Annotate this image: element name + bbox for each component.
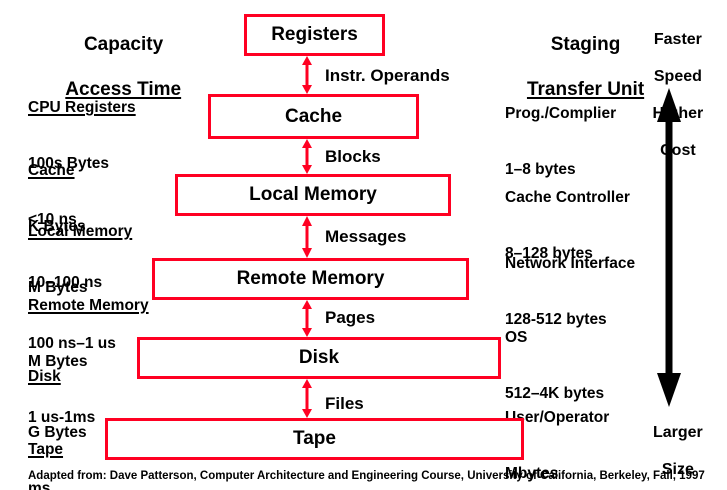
- double-arrow-icon-disk-tape: [300, 379, 314, 418]
- box-local-memory-label: Local Memory: [249, 184, 377, 205]
- scale-speed-label: Speed: [653, 67, 702, 85]
- spec-disk-capacity: G Bytes: [28, 423, 87, 441]
- spec-cache: Cache K Bytes 10–100 ns: [28, 125, 102, 330]
- spec-remote-memory-title: Remote Memory: [28, 297, 149, 315]
- transfer-unit-local-remote-size: 128-512 bytes: [505, 310, 607, 328]
- spec-remote-memory: Remote Memory M Bytes 1 us-1ms: [28, 260, 149, 465]
- spec-cache-capacity: K Bytes: [28, 217, 86, 235]
- access-time-heading-line2: Access Time: [65, 79, 182, 101]
- transfer-unit-registers-cache-agent: Prog./Complier: [505, 105, 617, 123]
- arrow-label-files: Files: [325, 394, 364, 413]
- scale-size-label: Size: [661, 460, 694, 478]
- transfer-unit-disk-tape: User/Operator Mbytes: [505, 372, 609, 490]
- spec-tape-title: Tape: [28, 441, 64, 459]
- box-remote-memory[interactable]: Remote Memory: [152, 258, 469, 300]
- double-arrow-icon-local-remote: [300, 216, 314, 258]
- right-column-heading: Staging Transfer Unit: [500, 12, 650, 124]
- scale-faster-label: Faster: [653, 30, 702, 48]
- box-tape-label: Tape: [293, 428, 336, 449]
- arrow-label-pages: Pages: [325, 308, 376, 327]
- left-column-heading: Capacity Access Time: [28, 12, 198, 124]
- arrow-label-blocks: Blocks: [325, 147, 381, 166]
- spec-cpu-registers-capacity: 100s Bytes: [28, 154, 110, 172]
- transfer-unit-remote-disk-agent: OS: [505, 329, 528, 347]
- spec-cache-title: Cache: [28, 162, 75, 180]
- scale-larger-label: Larger: [652, 423, 703, 441]
- box-disk-label: Disk: [298, 347, 340, 368]
- box-remote-memory-label: Remote Memory: [236, 268, 385, 289]
- spec-disk-time: ms: [28, 479, 51, 490]
- box-disk[interactable]: Disk: [137, 337, 501, 379]
- transfer-unit-disk-tape-agent: User/Operator: [505, 409, 610, 427]
- staging-heading-line1: Staging: [550, 34, 621, 56]
- box-cache-label: Cache: [284, 105, 343, 127]
- arrow-label-messages: Messages: [325, 227, 407, 246]
- arrow-shaft-middle: [655, 236, 683, 356]
- spec-disk-title: Disk: [28, 368, 61, 386]
- arrow-label-instr-operands: Instr. Operands: [325, 66, 450, 85]
- spec-tape: Tape Infinite sec-min: [28, 404, 87, 490]
- box-registers-label: Registers: [271, 24, 358, 45]
- transfer-unit-remote-disk: OS 512–4K bytes: [505, 292, 604, 441]
- spec-local-memory-capacity: M Bytes: [28, 278, 88, 296]
- spec-cache-time: 10–100 ns: [28, 273, 103, 291]
- spec-remote-memory-capacity: M Bytes: [28, 352, 88, 370]
- spec-local-memory-title: Local Memory: [28, 223, 133, 241]
- spec-disk: Disk G Bytes ms: [28, 331, 87, 490]
- transfer-unit-cache-local-size: 8–128 bytes: [505, 244, 593, 262]
- double-arrow-icon-cache-local: [300, 139, 314, 174]
- attribution-footer: Adapted from: Dave Patterson, Computer A…: [28, 470, 705, 482]
- up-arrow-icon-faster-speed: [655, 88, 683, 238]
- capacity-heading-line1: Capacity: [83, 34, 164, 56]
- transfer-unit-heading-line2: Transfer Unit: [526, 79, 645, 101]
- spec-remote-memory-time: 1 us-1ms: [28, 408, 96, 426]
- transfer-unit-cache-local: Cache Controller 8–128 bytes: [505, 152, 630, 301]
- box-local-memory[interactable]: Local Memory: [175, 174, 451, 216]
- transfer-unit-registers-cache-size: 1–8 bytes: [505, 160, 576, 178]
- box-tape[interactable]: Tape: [105, 418, 524, 460]
- transfer-unit-cache-local-agent: Cache Controller: [505, 189, 630, 207]
- spec-cpu-registers-title: CPU Registers: [28, 99, 136, 117]
- transfer-unit-local-remote: Network Interface 128-512 bytes: [505, 218, 635, 367]
- transfer-unit-remote-disk-size: 512–4K bytes: [505, 384, 605, 402]
- transfer-unit-local-remote-agent: Network Interface: [505, 255, 636, 273]
- spec-cpu-registers-time: <10 ns: [28, 210, 77, 228]
- transfer-unit-registers-cache: Prog./Complier 1–8 bytes: [505, 68, 616, 217]
- spec-cpu-registers: CPU Registers 100s Bytes <10 ns: [28, 62, 136, 267]
- transfer-unit-disk-tape-size: Mbytes: [505, 464, 559, 482]
- double-arrow-icon-remote-disk: [300, 300, 314, 337]
- box-cache[interactable]: Cache: [208, 94, 419, 139]
- spec-local-memory-time: 100 ns–1 us: [28, 334, 116, 352]
- box-registers[interactable]: Registers: [244, 14, 385, 56]
- spec-local-memory: Local Memory M Bytes 100 ns–1 us: [28, 186, 132, 391]
- scale-caption-bottom: Larger Size Lower Cost: [629, 405, 709, 490]
- double-arrow-icon-registers-cache: [300, 56, 314, 94]
- down-arrow-icon-larger-size: [655, 352, 683, 407]
